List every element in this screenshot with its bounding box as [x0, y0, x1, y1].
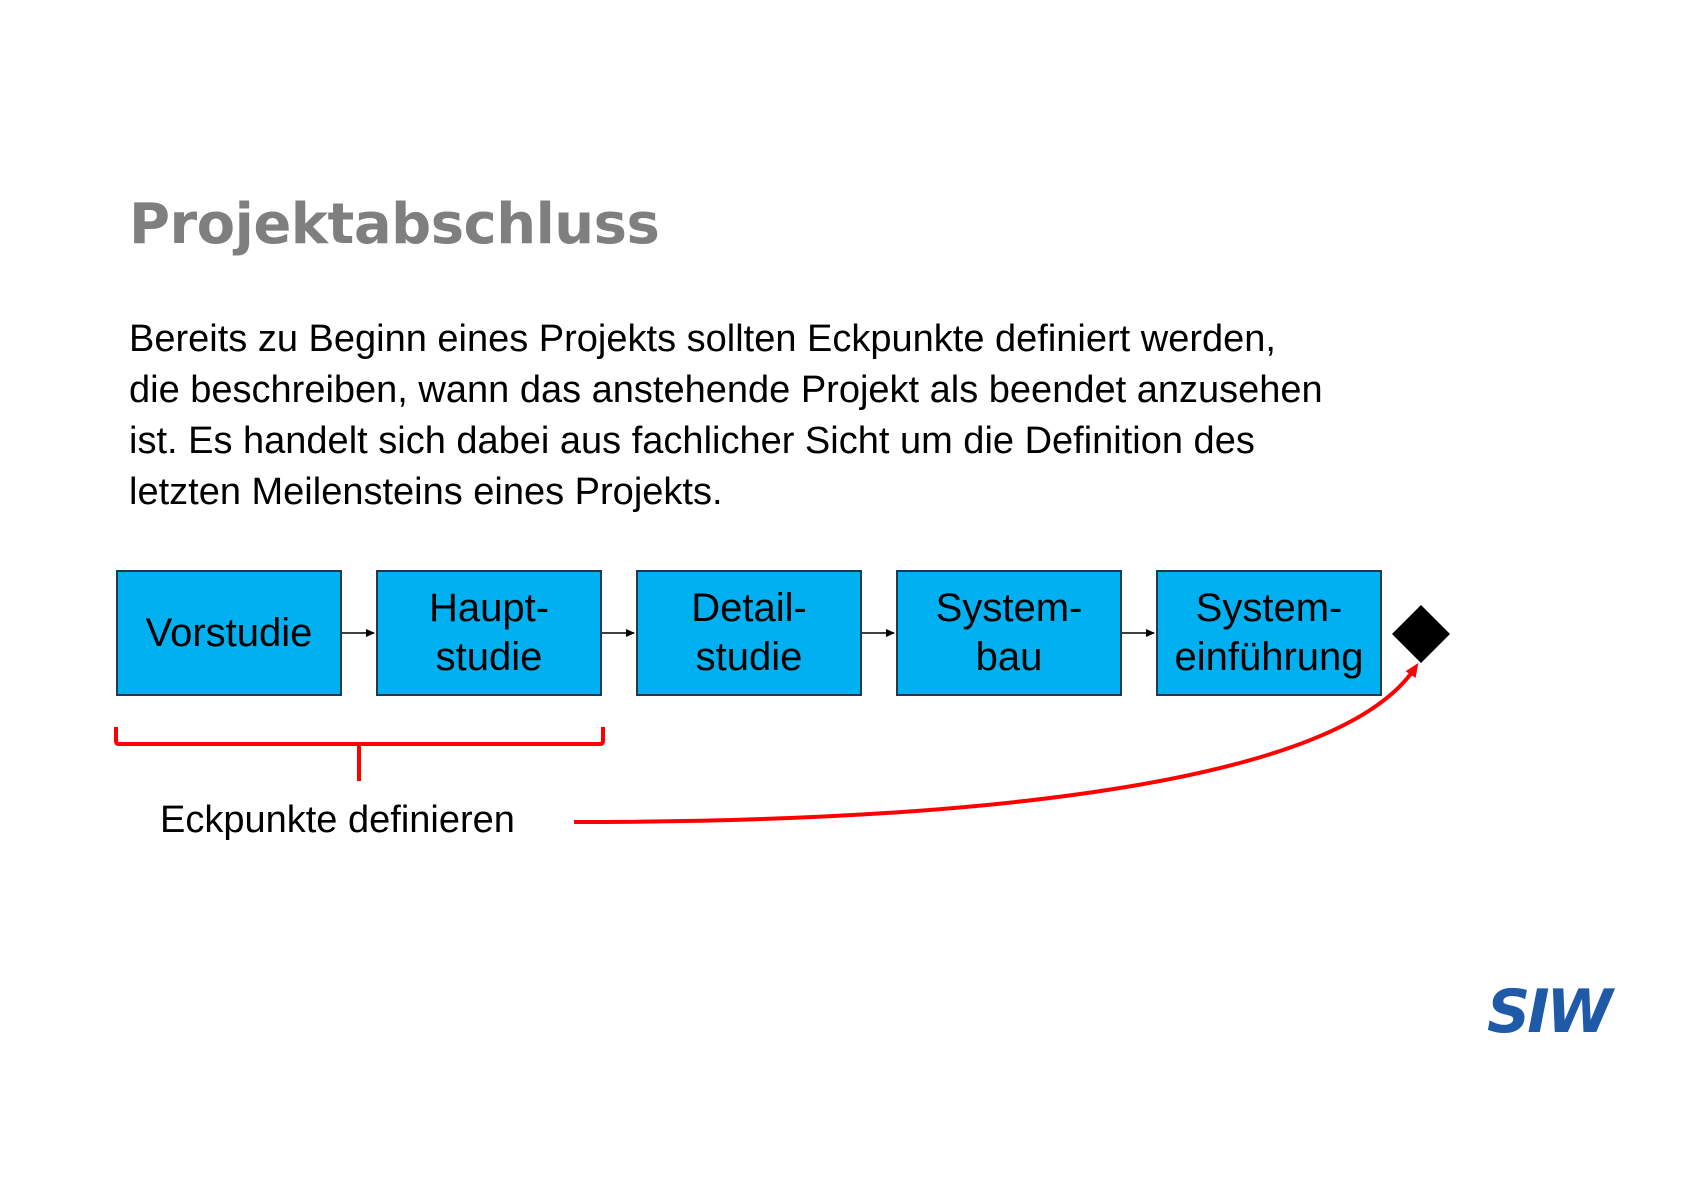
phase-label-line1: System-: [935, 586, 1083, 630]
phase-label-line2: einführung: [1174, 635, 1364, 679]
phase-label-line1: Detail-: [691, 586, 807, 630]
milestone-diamond-icon: [1392, 605, 1450, 663]
phase-label-line1: Haupt-: [428, 586, 550, 630]
phase-box-systemeinfuehrung: System- einführung: [1156, 570, 1382, 696]
phase-label-line2: studie: [435, 635, 543, 679]
annotation-label: Eckpunkte definieren: [160, 799, 515, 841]
phase-box-detailstudie: Detail- studie: [636, 570, 862, 696]
phase-label-line2: bau: [975, 635, 1043, 679]
phase-label-line1: System-: [1195, 586, 1343, 630]
slide-body-text: Bereits zu Beginn eines Projekts sollten…: [129, 314, 1529, 518]
red-curve-arrow: [573, 663, 1419, 824]
phase-label-line2: studie: [695, 635, 803, 679]
slide-title: Projektabschluss: [129, 192, 660, 257]
phase-box-vorstudie: Vorstudie: [116, 570, 342, 696]
phase-box-hauptstudie: Haupt- studie: [376, 570, 602, 696]
body-line: letzten Meilensteins eines Projekts.: [129, 471, 723, 513]
body-line: Bereits zu Beginn eines Projekts sollten…: [129, 318, 1276, 360]
body-line: ist. Es handelt sich dabei aus fachliche…: [129, 420, 1255, 462]
bracket: [114, 727, 605, 781]
company-logo: SIW: [1487, 977, 1613, 1047]
phase-label-line1: Vorstudie: [145, 610, 313, 655]
phase-box-systembau: System- bau: [896, 570, 1122, 696]
body-line: die beschreiben, wann das anstehende Pro…: [129, 369, 1323, 411]
